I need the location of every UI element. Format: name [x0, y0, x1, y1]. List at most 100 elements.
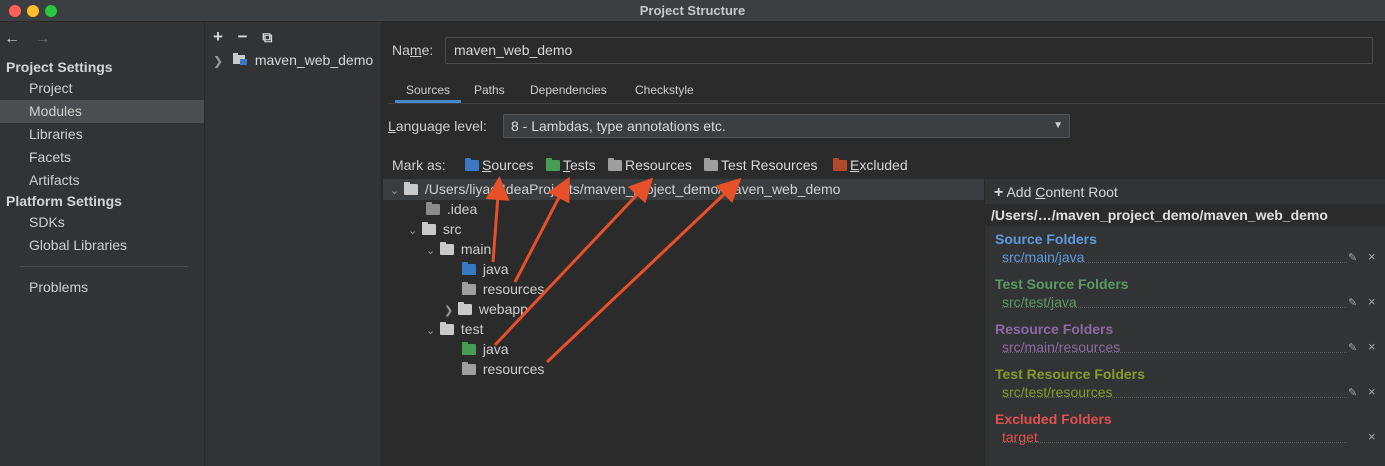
folder-icon	[404, 182, 418, 195]
row-divider	[1002, 442, 1347, 443]
excluded-folder-path[interactable]: target	[1002, 429, 1038, 445]
nav-item-artifacts[interactable]: Artifacts	[29, 172, 80, 188]
tree-node-main[interactable]: ⌄ main	[426, 241, 491, 257]
mark-resources-button[interactable]: Resources	[608, 157, 692, 173]
module-tree-item[interactable]: ❯ maven_web_demo	[213, 52, 373, 68]
content-root-path: /Users/…/maven_project_demo/maven_web_de…	[985, 204, 1385, 226]
resources-folder-icon	[462, 282, 476, 295]
chevron-down-icon[interactable]: ⌄	[390, 185, 400, 197]
test-source-folders-header: Test Source Folders	[995, 276, 1129, 292]
chevron-down-icon[interactable]: ⌄	[426, 245, 436, 257]
edit-icon[interactable]: ✎	[1348, 252, 1358, 264]
content-root-panel	[984, 179, 1385, 466]
modules-list-panel: + − ⧉ ❯ maven_web_demo	[205, 22, 382, 466]
remove-icon[interactable]: ×	[1368, 384, 1376, 399]
mark-as-label: Mark as:	[392, 157, 446, 173]
module-name-input[interactable]: maven_web_demo	[445, 37, 1373, 64]
resource-folder-path[interactable]: src/main/resources	[1002, 339, 1121, 355]
nav-item-libraries[interactable]: Libraries	[29, 126, 83, 142]
language-level-label: Language level:	[388, 118, 487, 134]
test-folder-icon	[462, 342, 476, 355]
remove-icon[interactable]: ×	[1368, 339, 1376, 354]
nav-item-modules[interactable]: Modules	[0, 100, 204, 123]
test-resources-folder-icon	[462, 362, 476, 375]
resource-folders-header: Resource Folders	[995, 321, 1114, 337]
tab-dependencies[interactable]: Dependencies	[530, 83, 607, 97]
arrow-resources-to-resources	[493, 177, 654, 347]
language-level-select[interactable]: 8 - Lambdas, type annotations etc. ▼	[503, 114, 1070, 138]
nav-item-problems[interactable]: Problems	[29, 279, 89, 295]
test-resource-folder-path[interactable]: src/test/resources	[1002, 384, 1113, 400]
tree-node-label: resources	[482, 361, 545, 377]
close-window-button[interactable]	[9, 5, 21, 17]
platform-settings-header: Platform Settings	[6, 193, 122, 209]
copy-module-icon[interactable]: ⧉	[262, 29, 273, 45]
plus-icon: +	[994, 184, 1004, 201]
edit-icon[interactable]: ✎	[1348, 297, 1358, 309]
chevron-right-icon[interactable]: ❯	[444, 305, 454, 317]
tree-root[interactable]: ⌄ /Users/liyao/IdeaProjects/maven_projec…	[390, 181, 840, 197]
add-module-icon[interactable]: +	[213, 27, 223, 46]
edit-icon[interactable]: ✎	[1348, 342, 1358, 354]
folder-icon	[426, 202, 440, 215]
chevron-down-icon: ▼	[1053, 120, 1063, 131]
nav-divider	[20, 266, 188, 267]
maximize-window-button[interactable]	[45, 5, 57, 17]
nav-item-sdks[interactable]: SDKs	[29, 214, 65, 230]
tree-node-label: test	[460, 321, 484, 337]
module-name-label: maven_web_demo	[254, 52, 374, 68]
minimize-window-button[interactable]	[27, 5, 39, 17]
chevron-down-icon[interactable]: ⌄	[408, 225, 418, 237]
remove-icon[interactable]: ×	[1368, 429, 1376, 444]
forward-arrow-icon[interactable]: →	[34, 30, 51, 47]
test-source-folder-path[interactable]: src/test/java	[1002, 294, 1077, 310]
test-resources-folder-icon	[704, 158, 718, 171]
chevron-down-icon[interactable]: ⌄	[426, 325, 436, 337]
nav-item-global-libraries[interactable]: Global Libraries	[29, 237, 128, 253]
tree-node-src[interactable]: ⌄ src	[408, 221, 462, 237]
tabs-underline	[388, 103, 1385, 104]
tree-node-label: .idea	[446, 201, 478, 217]
tree-node-test-resources[interactable]: resources	[462, 361, 544, 377]
tree-node-test-java[interactable]: java	[462, 341, 509, 357]
tab-sources[interactable]: Sources	[395, 79, 461, 103]
resources-folder-icon	[608, 158, 622, 171]
mark-test-resources-button[interactable]: Test Resources	[704, 157, 817, 173]
tab-paths[interactable]: Paths	[474, 83, 505, 97]
remove-module-icon[interactable]: −	[237, 27, 248, 46]
remove-icon[interactable]: ×	[1368, 249, 1376, 264]
language-level-value: 8 - Lambdas, type annotations etc.	[511, 118, 726, 134]
mark-sources-button[interactable]: Sources	[465, 157, 533, 173]
edit-icon[interactable]: ✎	[1348, 387, 1358, 399]
nav-item-project[interactable]: Project	[29, 80, 73, 96]
folder-icon	[440, 322, 454, 335]
tree-node-webapp[interactable]: ❯ webapp	[444, 301, 528, 317]
source-folder-path[interactable]: src/main/java	[1002, 249, 1085, 265]
tests-folder-icon	[546, 158, 560, 171]
tree-node-main-resources[interactable]: resources	[462, 281, 544, 297]
tree-node-test[interactable]: ⌄ test	[426, 321, 483, 337]
remove-icon[interactable]: ×	[1368, 294, 1376, 309]
back-arrow-icon[interactable]: ←	[4, 30, 20, 47]
settings-nav-panel: ← → Project Settings Project Modules Lib…	[0, 22, 205, 466]
sources-folder-icon	[465, 158, 479, 171]
mark-excluded-button[interactable]: Excluded	[833, 157, 908, 173]
add-content-root-button[interactable]: + Add Content Root	[994, 184, 1118, 201]
tree-node-idea[interactable]: .idea	[426, 201, 477, 217]
tree-node-label: src	[442, 221, 462, 237]
tree-node-label: resources	[482, 281, 545, 297]
tree-root-label: /Users/liyao/IdeaProjects/maven_project_…	[424, 181, 841, 197]
folder-icon	[440, 242, 454, 255]
tab-checkstyle[interactable]: Checkstyle	[635, 83, 694, 97]
chevron-right-icon[interactable]: ❯	[213, 54, 224, 68]
mark-tests-button[interactable]: Tests	[546, 157, 596, 173]
excluded-folders-header: Excluded Folders	[995, 411, 1112, 427]
tree-node-label: main	[460, 241, 492, 257]
module-icon	[232, 53, 247, 65]
source-folders-header: Source Folders	[995, 231, 1097, 247]
row-divider	[1002, 262, 1347, 263]
window-title: Project Structure	[639, 3, 746, 18]
tree-node-main-java[interactable]: java	[462, 261, 509, 277]
excluded-folder-icon	[833, 158, 847, 171]
nav-item-facets[interactable]: Facets	[29, 149, 72, 165]
